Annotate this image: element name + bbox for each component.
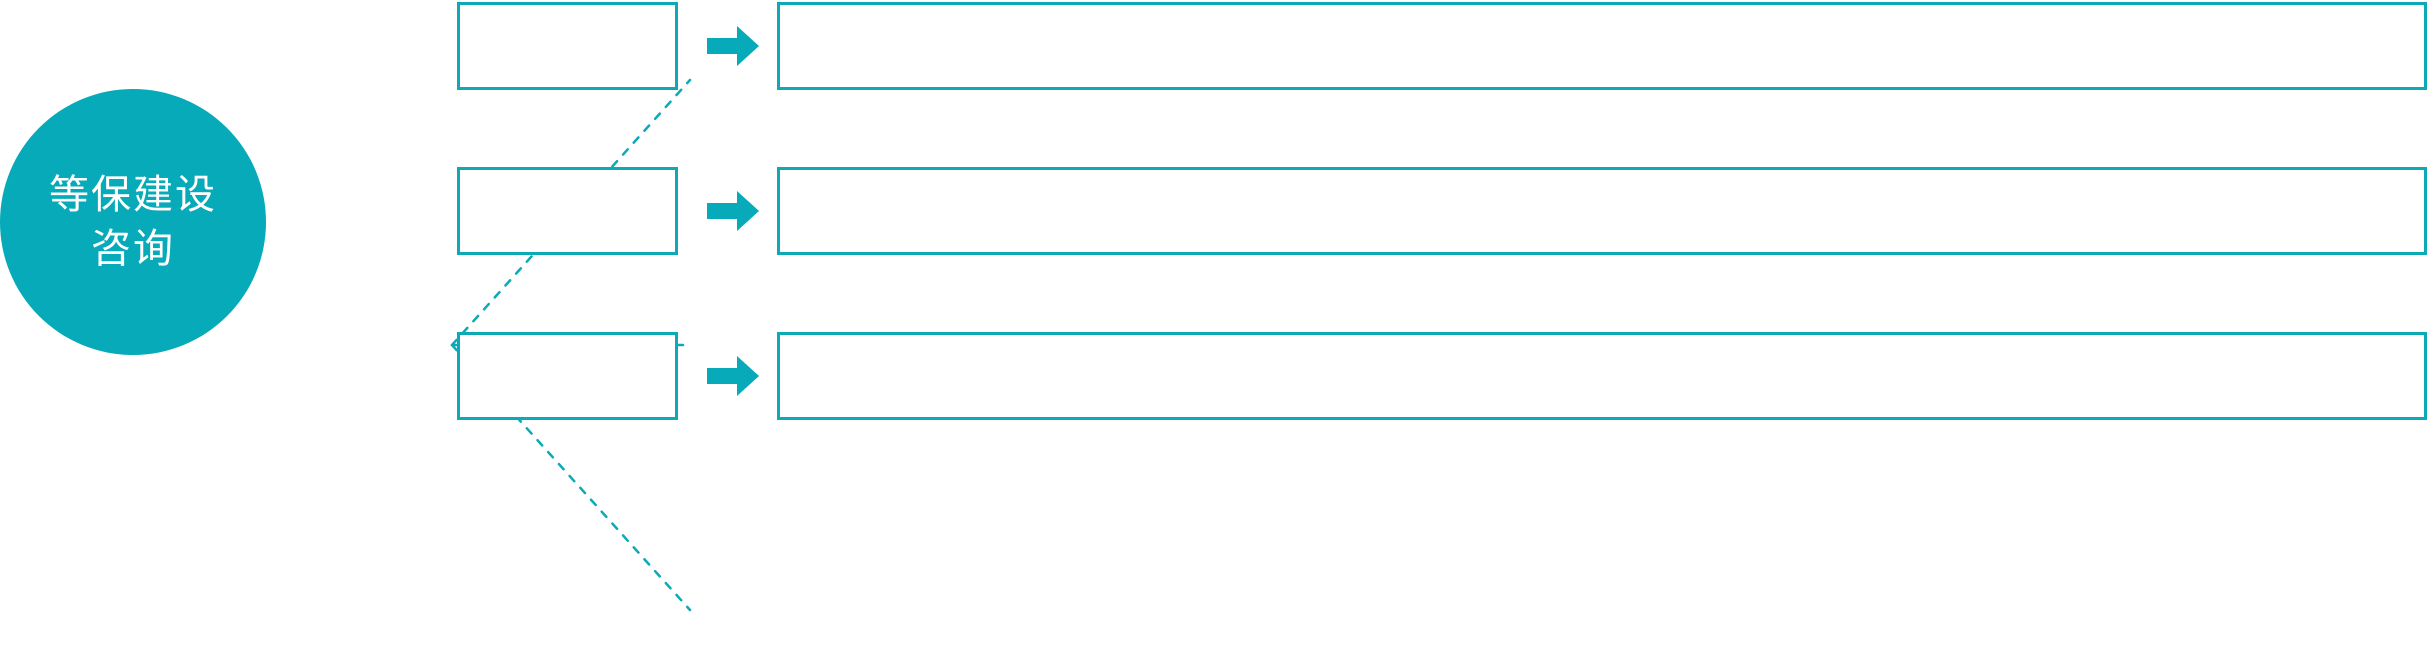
branch-detail-box-3[interactable] xyxy=(777,332,2427,420)
branch-row xyxy=(0,332,2434,422)
hub-circle[interactable]: 等保建设 咨询 xyxy=(0,89,266,355)
branch-label-box-1[interactable] xyxy=(457,2,678,90)
branch-label-box-3[interactable] xyxy=(457,332,678,420)
branch-row xyxy=(0,2,2434,92)
hub-title-line-1: 等保建设 xyxy=(49,173,217,217)
right-arrow-icon xyxy=(707,26,759,66)
branch-detail-box-2[interactable] xyxy=(777,167,2427,255)
right-arrow-icon xyxy=(707,356,759,396)
branch-row xyxy=(0,167,2434,257)
branch-detail-box-1[interactable] xyxy=(777,2,2427,90)
hub-title-line-2: 咨询 xyxy=(91,227,175,271)
branch-label-box-2[interactable] xyxy=(457,167,678,255)
right-arrow-icon xyxy=(707,191,759,231)
